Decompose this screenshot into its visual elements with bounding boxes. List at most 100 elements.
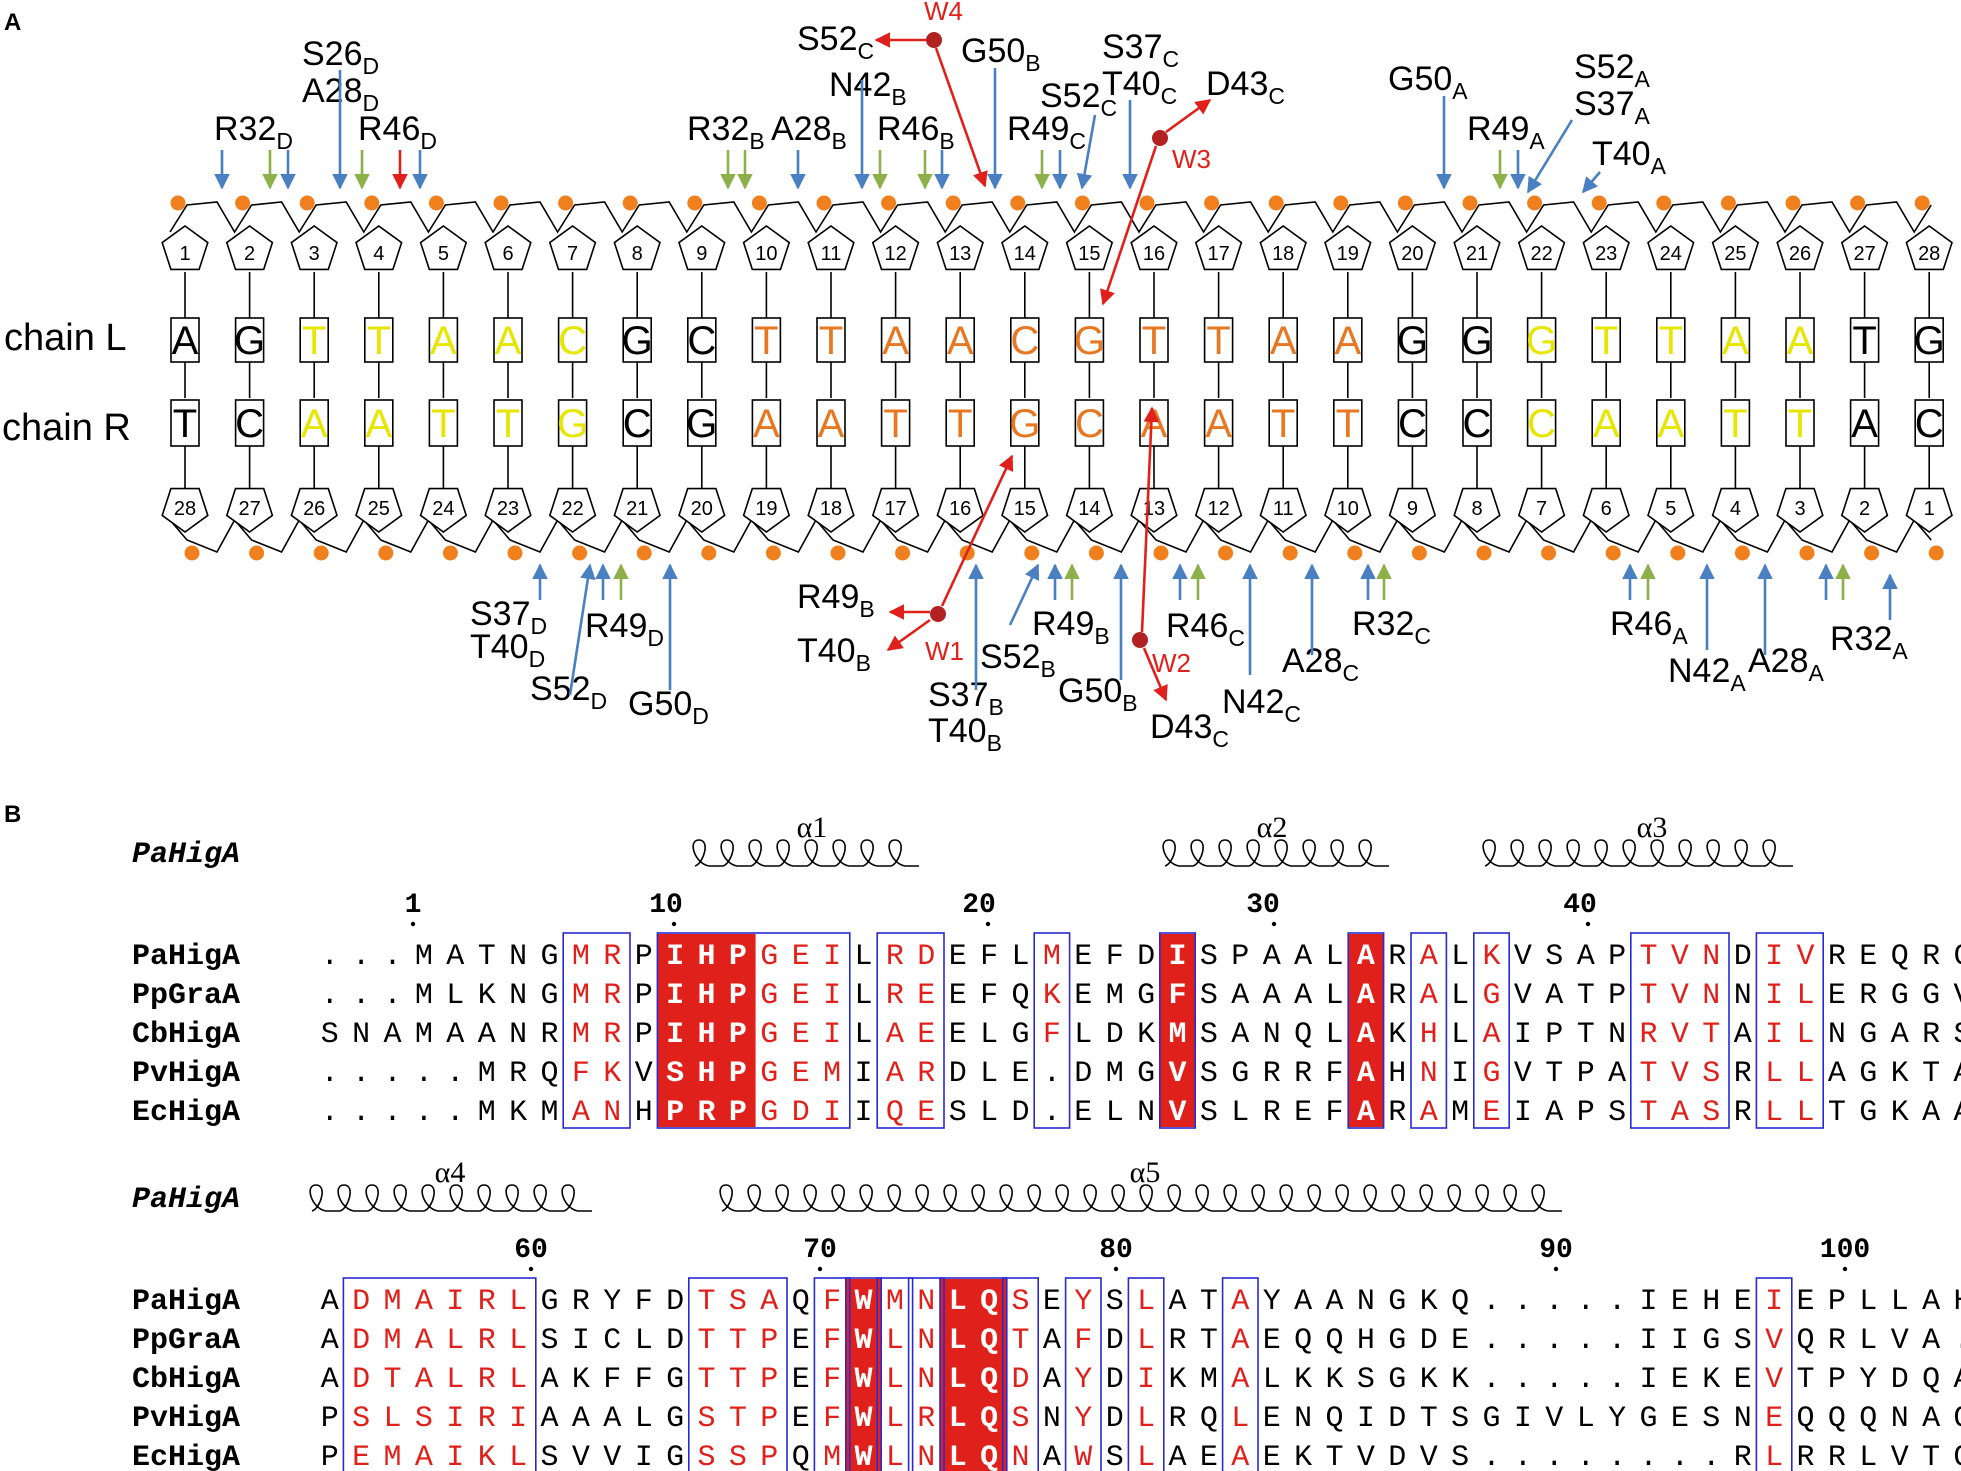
residue: R xyxy=(478,1402,496,1436)
residue: K xyxy=(1420,1285,1438,1319)
residue: V xyxy=(1420,1441,1438,1471)
residue: T xyxy=(1828,1096,1846,1130)
helix-label: α4 xyxy=(435,1156,466,1189)
chain-l-label: chain L xyxy=(4,317,127,359)
residue: M xyxy=(1043,940,1061,974)
chain-r-base: T xyxy=(173,402,197,446)
residue: R xyxy=(1828,1441,1846,1471)
residue: L xyxy=(1859,1285,1877,1319)
top-sugar xyxy=(1582,225,1630,271)
residue: S xyxy=(1451,1441,1469,1471)
chain-l-base-box xyxy=(428,317,459,363)
arrow xyxy=(1008,563,1040,626)
residue-label: D43C xyxy=(1150,708,1229,752)
residue: L xyxy=(1796,979,1814,1013)
residue: A xyxy=(1734,1018,1752,1052)
chain-r-base-box xyxy=(299,399,330,447)
residue: P xyxy=(729,1057,747,1091)
residue: S xyxy=(1357,1363,1375,1397)
residue: E xyxy=(352,1441,370,1471)
residue: L xyxy=(949,1441,967,1471)
top-nucleotide-number: 5 xyxy=(438,243,449,265)
sequence-name: PvHigA xyxy=(132,1057,240,1091)
residue: . xyxy=(1545,1363,1563,1397)
residue: M xyxy=(886,1285,904,1319)
residue: I xyxy=(854,1057,872,1091)
chain-l-base: G xyxy=(234,319,265,363)
residue: H xyxy=(697,979,715,1013)
chain-l-base: A xyxy=(1787,319,1814,363)
bottom-phosphate xyxy=(1411,545,1427,561)
residue: R xyxy=(572,1285,590,1319)
residue-label: S37D xyxy=(470,595,547,639)
bottom-phosphate xyxy=(701,545,717,561)
arrow xyxy=(940,454,1014,607)
chain-r-base: A xyxy=(301,402,328,446)
residue-label: R32A xyxy=(1830,620,1908,664)
residue: F xyxy=(823,1363,841,1397)
residue: N xyxy=(603,1096,621,1130)
residue: E xyxy=(1263,1324,1281,1358)
residue: I xyxy=(1765,940,1783,974)
residue: E xyxy=(917,1018,935,1052)
residue: K xyxy=(478,979,496,1013)
residue: P xyxy=(635,979,653,1013)
residue: A xyxy=(1294,940,1312,974)
chain-l-base: T xyxy=(1659,319,1683,363)
residue: V xyxy=(572,1441,590,1471)
residue: E xyxy=(1294,1096,1312,1130)
residue: P xyxy=(760,1402,778,1436)
residue: R xyxy=(478,1324,496,1358)
residue: A xyxy=(1922,1096,1940,1130)
panel-b-label: B xyxy=(4,801,21,828)
residue: S xyxy=(1702,1057,1720,1091)
residue: I xyxy=(1451,1057,1469,1091)
sequence-name: PvHigA xyxy=(132,1402,240,1436)
residue: F xyxy=(1168,979,1186,1013)
residue-label: S52C xyxy=(1040,77,1117,121)
residue: E xyxy=(1451,1324,1469,1358)
residue: N xyxy=(917,1441,935,1471)
top-phosphate xyxy=(881,195,897,211)
residue: I xyxy=(572,1324,590,1358)
residue: S xyxy=(1734,1324,1752,1358)
residue: R xyxy=(917,1402,935,1436)
bottom-phosphate xyxy=(1799,545,1815,561)
chain-r-base-box xyxy=(1849,399,1880,447)
residue: M xyxy=(383,1324,401,1358)
residue: E xyxy=(792,1324,810,1358)
chain-l-base: C xyxy=(687,319,716,363)
residue: . xyxy=(352,940,370,974)
residue: L xyxy=(1231,1402,1249,1436)
residue: A xyxy=(1357,940,1375,974)
water-label: W2 xyxy=(1152,648,1191,678)
arrow xyxy=(568,563,596,696)
chain-l-base-box xyxy=(493,317,523,363)
top-sugar xyxy=(1130,225,1178,271)
residue: M xyxy=(415,1018,433,1052)
top-phosphate xyxy=(1139,195,1155,211)
residue-label: R32D xyxy=(214,110,293,154)
residue: S xyxy=(321,1018,339,1052)
bottom-nucleotide-number: 11 xyxy=(1273,498,1294,520)
residue: I xyxy=(1639,1285,1657,1319)
bottom-phosphate xyxy=(1347,545,1363,561)
residue: Q xyxy=(980,1441,998,1471)
residue: W xyxy=(854,1324,872,1358)
top-sugar xyxy=(871,225,920,271)
residue-label: T40C xyxy=(1102,65,1177,109)
residue: N xyxy=(1734,1402,1752,1436)
residue: A xyxy=(1231,1018,1249,1052)
residue: G xyxy=(760,1057,778,1091)
residue: D xyxy=(352,1363,370,1397)
residue: A xyxy=(1357,1057,1375,1091)
chain-r-base: C xyxy=(1463,402,1492,446)
bottom-nucleotide-number: 27 xyxy=(238,498,260,520)
top-phosphate xyxy=(558,195,574,211)
residue: G xyxy=(1859,1018,1877,1052)
bottom-nucleotide-number: 3 xyxy=(1794,498,1805,520)
bottom-backbone xyxy=(169,518,1932,554)
chain-r-base-box xyxy=(493,399,523,447)
residue: V xyxy=(1891,1441,1909,1471)
bottom-phosphate xyxy=(1153,545,1169,561)
